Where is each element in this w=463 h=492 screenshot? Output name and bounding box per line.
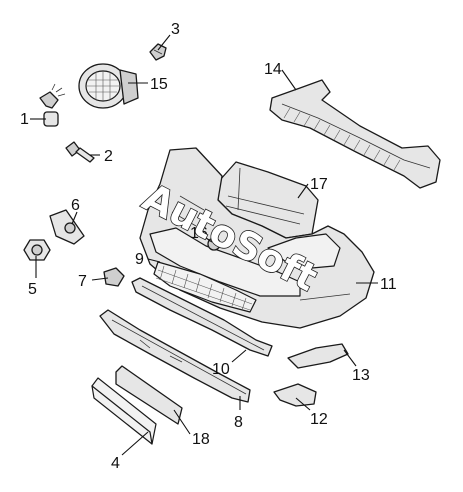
part-grille-mesh[interactable]: [153, 261, 257, 313]
callout-labels: 1 2 3 4 5 6 7 8 9 10 11 12 13 14 15 16 1…: [20, 21, 397, 472]
part-trim-left[interactable]: [273, 383, 317, 407]
part-spoiler-strip[interactable]: [131, 277, 273, 357]
part-trim-right[interactable]: [287, 343, 349, 369]
part-bumper-beam[interactable]: [269, 79, 441, 189]
callout-10: 10: [212, 361, 230, 378]
callout-8: 8: [234, 414, 243, 431]
callout-11: 11: [380, 276, 397, 293]
callout-17: 17: [310, 176, 328, 193]
callout-1: 1: [20, 111, 29, 128]
callout-3: 3: [171, 21, 180, 38]
part-lower-lip[interactable]: [99, 309, 251, 403]
part-push-clip[interactable]: [103, 267, 125, 287]
callout-15: 15: [150, 76, 168, 93]
part-plate-holder[interactable]: [115, 365, 183, 425]
callout-9: 9: [135, 251, 144, 268]
callout-16: 16: [190, 225, 208, 242]
callout-7: 7: [78, 273, 87, 290]
part-clip-3[interactable]: [149, 43, 167, 61]
part-licence-plate[interactable]: [91, 377, 157, 445]
callout-14: 14: [264, 61, 282, 78]
callout-18: 18: [192, 431, 210, 448]
part-fog-lamp[interactable]: [78, 63, 139, 109]
leader-lines: [30, 34, 378, 456]
callout-5: 5: [28, 281, 37, 298]
part-bulb-socket[interactable]: [39, 83, 66, 127]
callout-4: 4: [111, 455, 120, 472]
callout-2: 2: [104, 148, 113, 165]
callout-13: 13: [352, 367, 370, 384]
callout-12: 12: [310, 411, 328, 428]
callout-6: 6: [71, 197, 80, 214]
part-bolt[interactable]: [65, 141, 95, 163]
part-bracket[interactable]: [49, 209, 85, 245]
part-grommet[interactable]: [23, 239, 51, 261]
